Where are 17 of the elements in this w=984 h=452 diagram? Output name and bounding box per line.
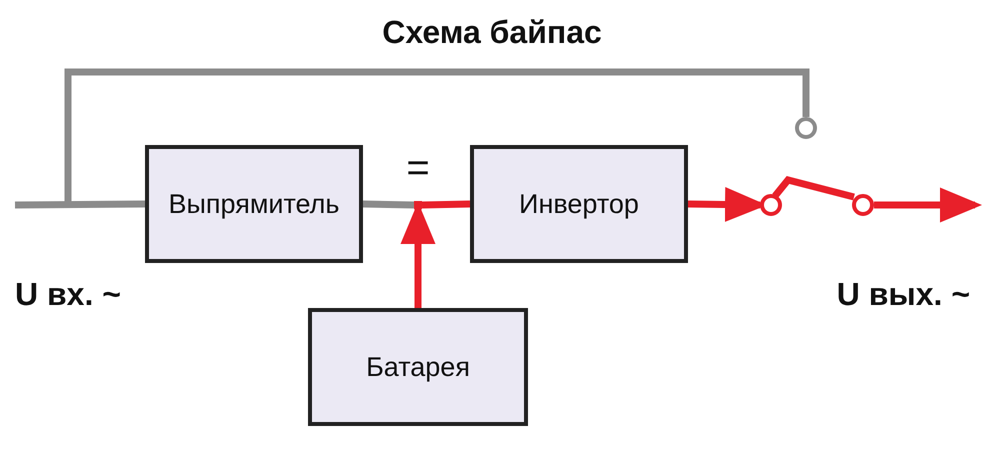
block-label: Выпрямитель: [168, 188, 340, 220]
connector-line: [422, 200, 470, 208]
switch-contact: [760, 194, 782, 216]
switch-contact: [795, 117, 817, 139]
voltage-label: U вых. ~: [836, 276, 970, 313]
block-label: Батарея: [366, 352, 470, 382]
arrow: [874, 188, 982, 222]
connector-line: [14, 200, 146, 208]
connector-line: [362, 200, 414, 208]
switch-contact: [852, 194, 874, 216]
connector-line: [772, 176, 855, 200]
title: Схема байпас: [382, 14, 602, 51]
block-box: [308, 308, 528, 426]
block-box: [145, 145, 363, 263]
block-box: [470, 145, 688, 263]
block-label: Инвертор: [519, 188, 639, 220]
voltage-label: U вх. ~: [15, 276, 121, 313]
